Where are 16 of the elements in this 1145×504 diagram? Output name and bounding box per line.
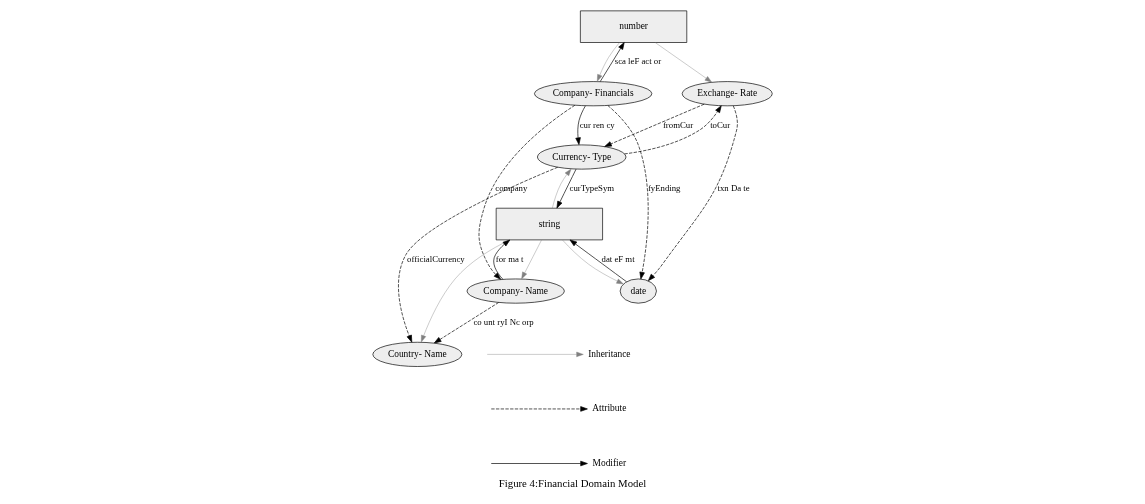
edge-label: fromCur [662, 119, 694, 130]
caption: Figure 4:Financial Domain Model [498, 476, 647, 489]
edge-label: fyEnding [647, 182, 681, 193]
edge-label: cur ren cy [579, 119, 615, 130]
edge-label: toCur [710, 119, 731, 130]
edge-label: dat eF mt [601, 253, 635, 264]
edge-label: officialCurrency [407, 253, 465, 264]
edge-label: curTypeSym [569, 182, 615, 193]
edge-label: txn Da te [717, 182, 750, 193]
edge-label: co unt ryI Nc orp [473, 317, 534, 328]
edge-label: for ma t [495, 253, 524, 264]
edge-label: sca leF act or [614, 56, 662, 67]
legend-label: Attribute [592, 403, 627, 414]
edge-label: company [495, 182, 528, 193]
legend-label: Modifier [592, 458, 627, 469]
legend-label: Inheritance [588, 348, 631, 359]
